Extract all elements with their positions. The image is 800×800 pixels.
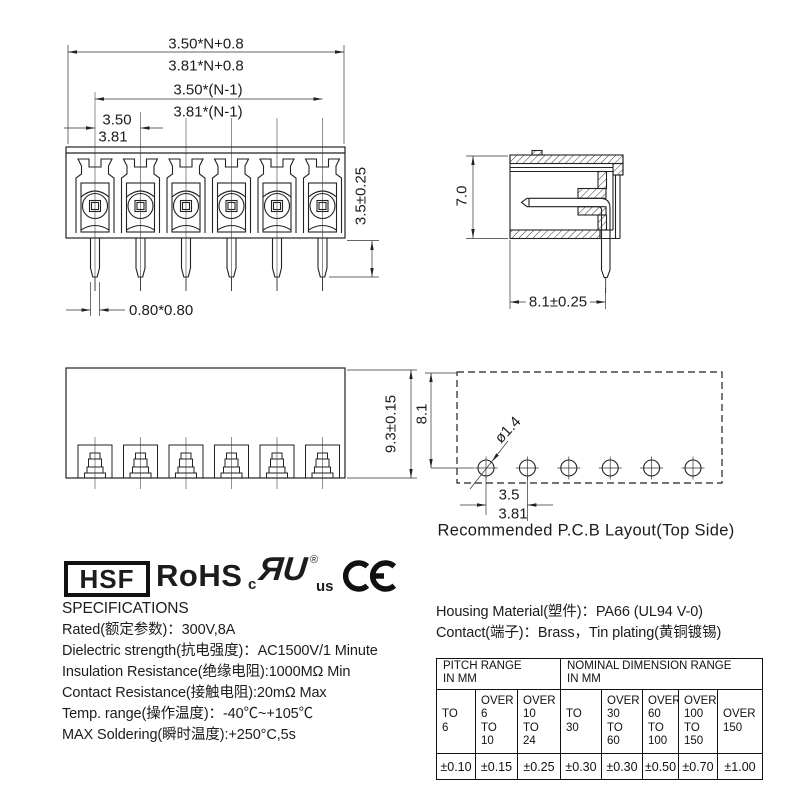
spec-line: Temp. range(操作温度)：-40℃~+105℃ (62, 706, 314, 722)
table-range-cell: OVER 6 TO 10 (475, 689, 518, 754)
dim-pitch-a: 3.50 (102, 111, 132, 129)
front-view-drawing (64, 45, 379, 316)
dim-span-a: 3.50*(N-1) (173, 81, 243, 99)
specifications-title: SPECIFICATIONS (62, 600, 189, 617)
dim-span-b: 3.81*(N-1) (173, 103, 243, 121)
pcb-arrows (429, 373, 537, 507)
ul-mark-icon: ЯU (257, 550, 309, 587)
ul-registered-symbol: ® (310, 554, 319, 566)
hsf-logo-text: HSF (79, 563, 135, 594)
dim-pitch-b: 3.81 (98, 128, 128, 146)
rohs-logo: RoHS (156, 558, 243, 593)
table-tolerance-cell: ±0.70 (678, 753, 718, 780)
contact-material-line: Contact(端子)：Brass，Tin plating(黄铜镀锡) (436, 625, 722, 641)
pcb-holes (473, 455, 706, 481)
pcb-layout-drawing (425, 371, 723, 521)
housing-material-line: Housing Material(塑件)：PA66 (UL94 V-0) (436, 604, 703, 620)
bottom-view-arrows (409, 370, 413, 478)
table-tolerance-cell: ±0.50 (642, 753, 679, 780)
dim-side-depth: 8.1±0.25 (525, 293, 591, 311)
dim-total-b: 3.81*N+0.8 (168, 57, 244, 75)
table-group-header: PITCH RANGE IN MM (436, 658, 561, 690)
table-range-cell: OVER 30 TO 60 (601, 689, 643, 754)
ul-c-text: c (248, 576, 257, 593)
ul-recognized-logo: c ЯU ® us (246, 550, 342, 600)
side-view-body (509, 149, 624, 240)
pcb-dimension-lines (425, 372, 553, 521)
ul-us-text: us (316, 578, 334, 595)
table-tolerance-cell: ±0.15 (475, 753, 518, 780)
dim-pcb-pitch-a: 3.5 (498, 486, 520, 504)
table-group-header: NOMINAL DIMENSION RANGE IN MM (559, 658, 764, 690)
table-range-cell: TO 6 (436, 689, 476, 754)
table-tolerance-cell: ±0.25 (517, 753, 561, 780)
pcb-layout-caption: Recommended P.C.B Layout(Top Side) (437, 521, 735, 540)
table-tolerance-cell: ±1.00 (716, 753, 764, 780)
table-tolerance-cell: ±0.10 (436, 753, 476, 780)
bottom-view-units (77, 436, 340, 490)
table-range-cell: TO 30 (560, 689, 602, 754)
specifications-list: Rated(额定参数)：300V,8A Dielectric strength(抗… (62, 620, 378, 746)
dim-side-height: 7.0 (453, 185, 471, 207)
table-range-cell: OVER 60 TO 100 (642, 689, 679, 754)
dim-pcb-row-offset: 8.1 (413, 403, 431, 425)
table-tolerance-cell: ±0.30 (560, 753, 602, 780)
hsf-logo: HSF (64, 561, 150, 597)
spec-line: Rated(额定参数)：300V,8A (62, 622, 236, 638)
spec-line: Dielectric strength(抗电强度)：AC1500V/1 Minu… (62, 643, 378, 659)
side-view-arrows (471, 156, 606, 304)
spec-line: Insulation Resistance(绝缘电阻):1000MΩ Min (62, 664, 351, 680)
table-range-cell: OVER 100 TO 150 (678, 689, 718, 754)
side-view-drawing (466, 149, 624, 309)
table-range-cell: OVER 10 TO 24 (517, 689, 561, 754)
side-view-outline (509, 155, 624, 240)
table-range-cell: OVER 150 (716, 689, 764, 754)
dim-pin-length: 3.5±0.25 (352, 166, 370, 226)
table-tolerance-cell: ±0.30 (601, 753, 643, 780)
bottom-view-dimension-lines (347, 369, 417, 479)
front-view-terminals (75, 158, 343, 292)
dim-pin-size: 0.80*0.80 (129, 302, 194, 319)
front-view-centerlines (94, 92, 323, 291)
ce-logo (342, 560, 397, 592)
dim-bottom-height: 9.3±0.15 (382, 394, 400, 454)
front-view-arrows (68, 50, 374, 312)
dim-pcb-pitch-b: 3.81 (498, 505, 528, 523)
spec-line: Contact Resistance(接触电阻):20mΩ Max (62, 685, 327, 701)
bottom-view-drawing (65, 367, 417, 490)
dim-total-a: 3.50*N+0.8 (168, 35, 244, 53)
spec-line: MAX Soldering(瞬时温度):+250°C,5s (62, 727, 296, 743)
